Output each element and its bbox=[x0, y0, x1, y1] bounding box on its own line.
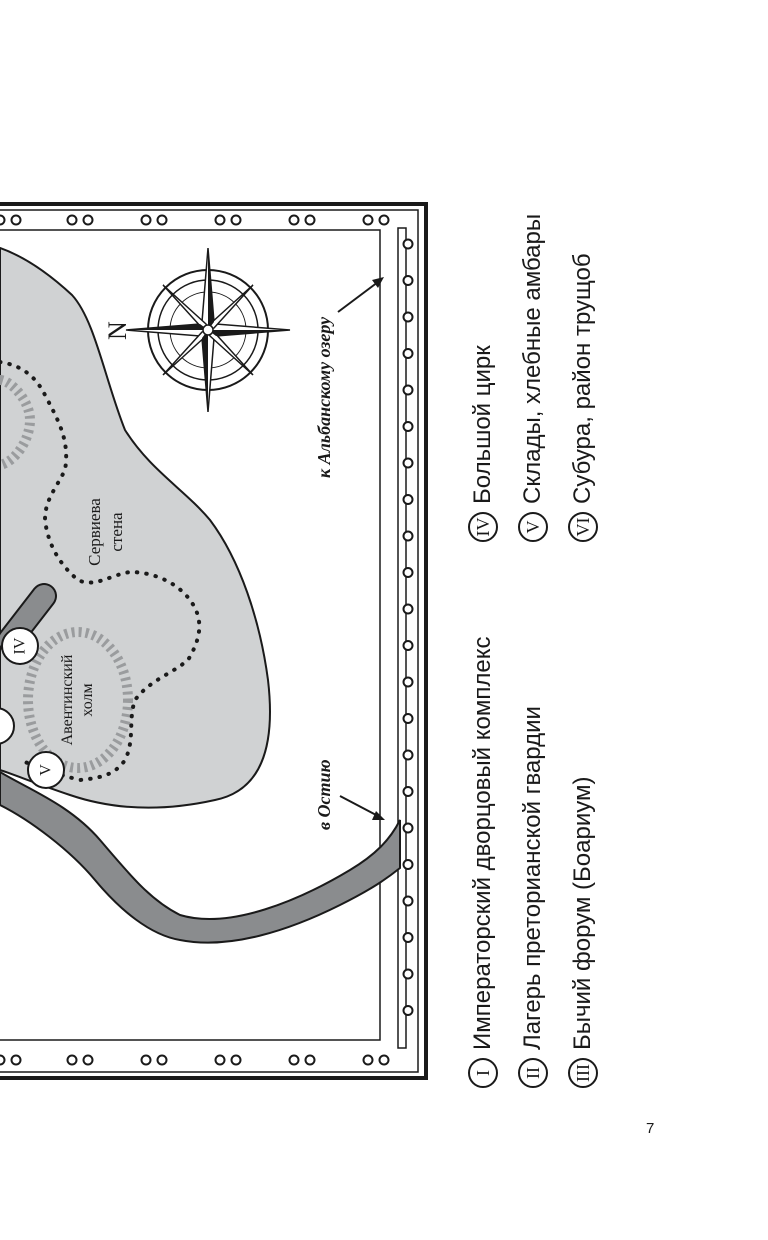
frame-rivet bbox=[0, 214, 6, 226]
legend-numeral: V bbox=[518, 512, 548, 542]
frame-rivet bbox=[402, 275, 414, 286]
frame-rivets bbox=[0, 214, 414, 1066]
frame-rivet bbox=[230, 214, 242, 226]
aventine-hill-hatching bbox=[23, 627, 133, 773]
frame-rivet bbox=[156, 1054, 168, 1066]
legend-item-vi: VI Субура, район трущоб bbox=[568, 253, 598, 542]
frame-rivet bbox=[0, 1054, 6, 1066]
label-to-alban-lake: к Альбанскому озеру bbox=[314, 316, 334, 478]
svg-text:холм: холм bbox=[79, 683, 96, 716]
frame-rivet bbox=[402, 603, 414, 615]
legend-numeral: II bbox=[518, 1058, 548, 1088]
legend-text: Императорский дворцовый комплекс bbox=[469, 636, 496, 1050]
frame-rivet bbox=[402, 822, 414, 834]
legend-text: Бычий форум (Боариум) bbox=[569, 776, 596, 1050]
page-number: 7 bbox=[646, 1120, 655, 1137]
compass-rose-icon bbox=[125, 247, 291, 413]
frame-rivet bbox=[402, 895, 414, 907]
land-area bbox=[0, 246, 271, 809]
frame-rivet bbox=[402, 749, 414, 761]
frame-rivet bbox=[214, 214, 226, 226]
frame-rivet bbox=[402, 238, 414, 250]
legend-numeral: IV bbox=[468, 512, 498, 542]
legend-text: Склады, хлебные амбары bbox=[519, 213, 546, 504]
frame-rivet bbox=[402, 859, 414, 870]
frame-rivet bbox=[288, 1054, 300, 1066]
legend-item-iii: III Бычий форум (Боариум) bbox=[568, 777, 598, 1088]
legend-numeral: VI bbox=[568, 512, 598, 542]
frame-rivet bbox=[378, 1054, 390, 1066]
legend-item-i: I Императорский дворцовый комплекс bbox=[468, 637, 498, 1088]
legend-numeral: III bbox=[568, 1058, 598, 1088]
frame-rivet bbox=[402, 530, 414, 542]
frame-rivet bbox=[402, 786, 414, 797]
legend-numeral: I bbox=[468, 1058, 498, 1088]
frame-rivet bbox=[402, 1005, 414, 1016]
frame-rivet bbox=[402, 567, 414, 578]
frame-rivet bbox=[402, 713, 414, 724]
map-marker-v[interactable]: V bbox=[27, 751, 65, 789]
frame-rivet bbox=[402, 311, 414, 323]
frame-rivet bbox=[304, 214, 316, 226]
frame-rivet bbox=[140, 214, 152, 226]
frame-rivet bbox=[304, 1054, 316, 1066]
legend-text: Большой цирк bbox=[469, 345, 496, 504]
legend-item-iv: IV Большой цирк bbox=[468, 345, 498, 542]
arrow-to-ostia-icon bbox=[339, 795, 385, 820]
frame-rivet bbox=[214, 1054, 226, 1066]
frame-rivet bbox=[402, 494, 414, 505]
frame-rivet bbox=[402, 968, 414, 980]
svg-text:Авентинский: Авентинский bbox=[59, 654, 76, 745]
frame-rivet bbox=[362, 214, 374, 226]
frame-rivet bbox=[156, 214, 168, 226]
frame-rivet bbox=[402, 457, 414, 469]
svg-text:IV: IV bbox=[12, 637, 29, 654]
servian-wall bbox=[0, 360, 202, 783]
frame-rivet bbox=[82, 1054, 94, 1066]
svg-text:V: V bbox=[38, 764, 55, 776]
frame-rivet bbox=[66, 214, 78, 226]
legend-item-v: V Склады, хлебные амбары bbox=[518, 214, 548, 542]
legend-item-ii: II Лагерь преторианской гвардии bbox=[518, 706, 548, 1088]
frame-rivet bbox=[10, 214, 22, 226]
frame-rivet bbox=[402, 384, 414, 396]
frame-rivet bbox=[402, 640, 414, 651]
legend-text: Субура, район трущоб bbox=[569, 253, 596, 504]
legend-text: Лагерь преторианской гвардии bbox=[519, 706, 546, 1050]
frame-rivet bbox=[378, 214, 390, 226]
svg-text:Сервиева: Сервиева bbox=[85, 498, 104, 566]
frame-rivet bbox=[82, 214, 94, 226]
svg-text:стена: стена bbox=[107, 512, 126, 552]
label-servian-wall: Сервиева стена bbox=[85, 498, 126, 566]
frame-rivet bbox=[10, 1054, 22, 1066]
map-marker-partial[interactable] bbox=[0, 707, 15, 745]
frame-rivet bbox=[362, 1054, 374, 1066]
frame-rivet bbox=[402, 421, 414, 432]
frame-rivet bbox=[402, 932, 414, 943]
label-aventine-hill: Авентинский холм bbox=[59, 654, 96, 745]
frame-rivet bbox=[402, 348, 414, 359]
frame-rivet bbox=[230, 1054, 242, 1066]
compass-north-label: N bbox=[103, 321, 132, 340]
frame-rivet bbox=[140, 1054, 152, 1066]
frame-rivet bbox=[288, 214, 300, 226]
map-marker-iv[interactable]: IV bbox=[1, 627, 39, 665]
label-to-ostia: в Остию bbox=[314, 759, 334, 830]
frame-rivet bbox=[402, 676, 414, 688]
frame-rivet bbox=[66, 1054, 78, 1066]
arrow-to-alban-lake-icon bbox=[337, 277, 384, 313]
river bbox=[0, 770, 401, 944]
